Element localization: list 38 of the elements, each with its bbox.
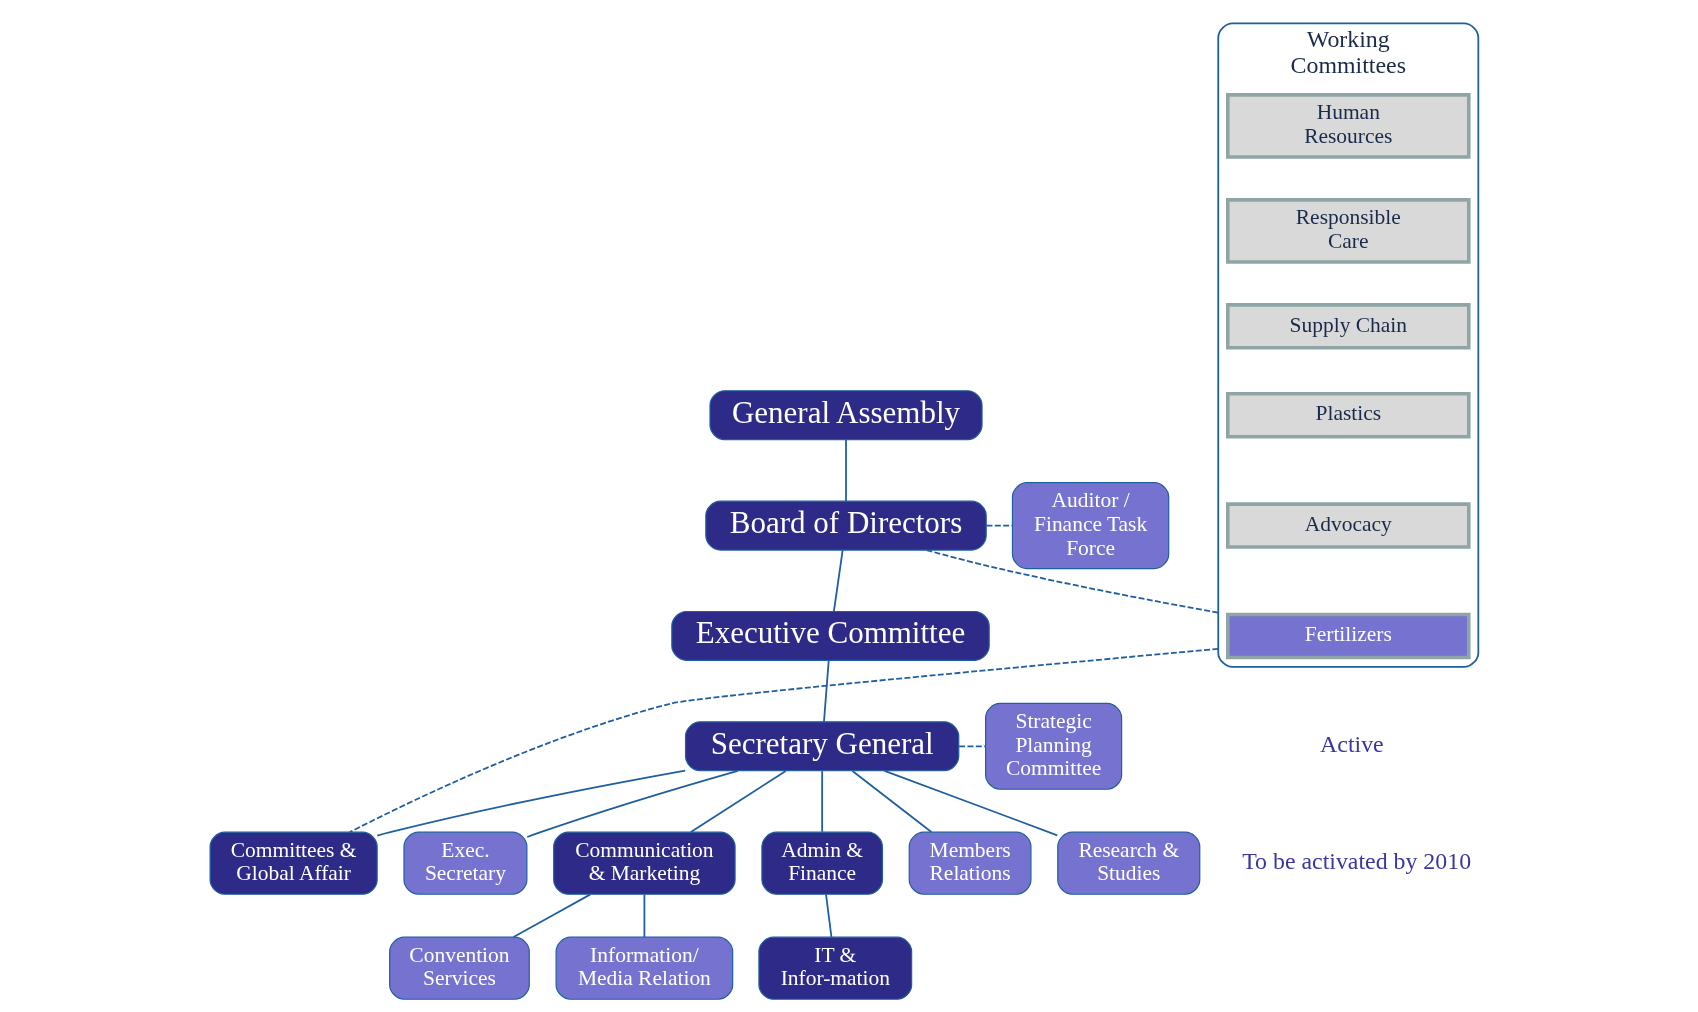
- connector: [823, 659, 830, 723]
- connector: [512, 892, 592, 938]
- node-box: Research & Studies: [1057, 831, 1201, 895]
- label: To be activated by 2010: [1242, 847, 1472, 874]
- node-box: Information/ Media Relation: [555, 936, 734, 1000]
- node-box: Convention Services: [389, 936, 530, 1000]
- node-box: Communication & Marketing: [553, 831, 736, 895]
- node-box: Plastics: [1226, 391, 1471, 438]
- node-box: Members Relations: [908, 831, 1032, 895]
- connector: [643, 893, 646, 938]
- connector: [825, 893, 833, 938]
- node-box: Board of Directors: [705, 500, 987, 551]
- node-box: Admin & Finance: [761, 831, 883, 895]
- connector: [376, 769, 687, 836]
- node-box: Exec. Secretary: [403, 831, 528, 895]
- connector: [845, 438, 847, 502]
- node-box: Responsible Care: [1226, 197, 1471, 264]
- node-box: Executive Committee: [671, 610, 990, 661]
- connector: [348, 647, 1220, 833]
- node-box: Fertilizers: [1226, 612, 1471, 659]
- node-box: Auditor / Finance Task Force: [1011, 481, 1170, 569]
- node-box: Strategic Planning Committee: [985, 702, 1123, 790]
- connector: [832, 548, 844, 612]
- node-box: Committees & Global Affair: [209, 831, 378, 895]
- node-box: Human Resources: [1226, 92, 1471, 159]
- node-box: Supply Chain: [1226, 302, 1471, 350]
- label: Active: [1320, 730, 1384, 757]
- connector: [526, 769, 739, 838]
- node-box: General Assembly: [709, 389, 983, 440]
- connector: [883, 769, 1059, 836]
- connector: [821, 769, 824, 833]
- connector: [925, 548, 1220, 614]
- node-box: Advocacy: [1226, 501, 1471, 549]
- node-box: Secretary General: [684, 720, 960, 771]
- node-box: IT & Infor-mation: [758, 936, 913, 1000]
- connector: [690, 769, 787, 833]
- connector: [958, 744, 987, 747]
- connector: [851, 769, 933, 833]
